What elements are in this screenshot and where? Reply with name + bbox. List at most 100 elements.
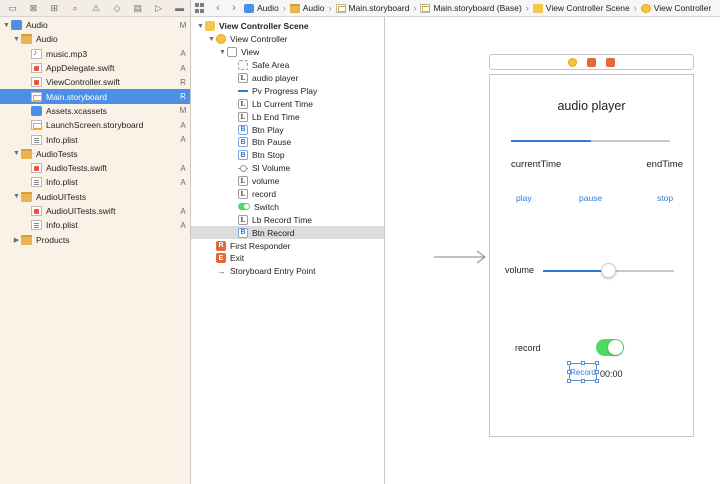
- stop-button[interactable]: stop: [657, 193, 674, 203]
- forward-icon[interactable]: ›: [232, 2, 236, 14]
- test-icon[interactable]: ◇: [113, 2, 121, 13]
- resize-handle[interactable]: [581, 361, 585, 365]
- resize-handle[interactable]: [595, 361, 599, 365]
- folder-icon[interactable]: ▭: [8, 2, 17, 13]
- disclosure-triangle-icon[interactable]: ▼: [219, 48, 226, 56]
- record-button-label: Record: [570, 367, 596, 377]
- outline-item[interactable]: Pv Progress Play: [191, 84, 384, 97]
- outline-item-label: View: [241, 47, 260, 58]
- label-icon: L: [238, 111, 248, 122]
- outline-item[interactable]: Sl Volume: [191, 162, 384, 175]
- file-name: music.mp3: [46, 48, 88, 59]
- project-navigator: ▭⊠⊞⌕⚠◇▤▷▬ ▼AudioM▼Audiomusic.mp3AAppDele…: [0, 0, 191, 484]
- chevron-right-icon: ›: [633, 3, 637, 13]
- disclosure-triangle-icon[interactable]: ▼: [208, 35, 215, 43]
- record-switch[interactable]: [596, 339, 624, 356]
- outline-item[interactable]: ▼ View: [191, 46, 384, 59]
- resize-handle[interactable]: [567, 361, 571, 365]
- breadcrumb-item[interactable]: Audio: [289, 3, 325, 13]
- breadcrumb-item[interactable]: View Controller Scene: [532, 3, 630, 13]
- folder-icon: [21, 234, 32, 245]
- resize-handle[interactable]: [567, 370, 571, 374]
- play-button[interactable]: play: [516, 193, 532, 203]
- view-controller-icon[interactable]: [568, 57, 577, 67]
- file-name: LaunchScreen.storyboard: [46, 120, 144, 131]
- report-icon[interactable]: ▬: [175, 3, 185, 13]
- source-control-status: A: [180, 163, 186, 173]
- resize-handle[interactable]: [581, 379, 585, 383]
- disclosure-triangle-icon[interactable]: ▼: [13, 193, 20, 201]
- exit-icon[interactable]: [606, 57, 615, 67]
- breadcrumb-item[interactable]: View Controller: [640, 3, 711, 13]
- vc-icon: [640, 3, 651, 13]
- pause-button[interactable]: pause: [579, 193, 603, 203]
- outline-item-label: Lb Record Time: [252, 214, 312, 225]
- file-tree-item[interactable]: ▼ AudioUITests: [0, 190, 190, 204]
- resize-handle[interactable]: [595, 370, 599, 374]
- progress-fill: [511, 140, 591, 142]
- breadcrumb-item[interactable]: Main.storyboard: [335, 3, 409, 13]
- resize-handle[interactable]: [595, 379, 599, 383]
- outline-item[interactable]: Switch: [191, 200, 384, 213]
- outline-item[interactable]: B Btn Record: [191, 226, 384, 240]
- first-responder-icon[interactable]: [587, 57, 596, 67]
- back-icon[interactable]: ‹: [216, 2, 220, 14]
- symbol-icon[interactable]: ⊞: [50, 2, 58, 13]
- outline-item[interactable]: →Storyboard Entry Point: [191, 265, 384, 278]
- source-control-icon[interactable]: ⊠: [29, 2, 38, 13]
- debug-icon[interactable]: ▤: [133, 2, 143, 13]
- issue-icon[interactable]: ⚠: [91, 2, 101, 13]
- outline-item-label: Btn Record: [252, 227, 295, 238]
- volume-slider-thumb[interactable]: [600, 263, 616, 278]
- find-icon[interactable]: ⌕: [72, 2, 78, 13]
- outline-item[interactable]: ▼View Controller Scene: [191, 20, 384, 33]
- disclosure-triangle-icon[interactable]: ▼: [3, 21, 10, 29]
- disclosure-triangle-icon[interactable]: ▼: [13, 35, 20, 43]
- breadcrumb-item[interactable]: Audio: [244, 3, 279, 13]
- outline-item[interactable]: Safe Area: [191, 59, 384, 72]
- button-icon: B: [238, 227, 248, 238]
- disclosure-triangle-icon[interactable]: ▶: [13, 236, 20, 244]
- breadcrumb-item[interactable]: Main.storyboard (Base): [420, 3, 522, 13]
- file-name: AudioUITests: [36, 191, 87, 202]
- jump-bar: ‹ › Audio›Audio›Main.storyboard›Main.sto…: [191, 0, 720, 17]
- title-label: audio player: [557, 99, 626, 113]
- file-name: Info.plist: [46, 220, 78, 231]
- chevron-right-icon: ›: [525, 3, 529, 13]
- file-tree-item[interactable]: ▼Audio: [0, 32, 190, 46]
- resize-handle[interactable]: [567, 379, 571, 383]
- outline-item[interactable]: ▼View Controller: [191, 33, 384, 46]
- related-items-icon[interactable]: [195, 3, 206, 13]
- storyboard-entry-arrow[interactable]: [434, 249, 488, 265]
- record-button[interactable]: Record: [567, 361, 599, 383]
- breakpoint-icon[interactable]: ▷: [155, 2, 163, 13]
- file-tree-item[interactable]: ▼AudioTests: [0, 147, 190, 161]
- volume-slider[interactable]: [543, 263, 674, 278]
- disclosure-triangle-icon[interactable]: ▼: [197, 22, 204, 30]
- file-tree-item[interactable]: ▶Products: [0, 232, 190, 246]
- disclosure-triangle-icon[interactable]: ▼: [13, 150, 20, 158]
